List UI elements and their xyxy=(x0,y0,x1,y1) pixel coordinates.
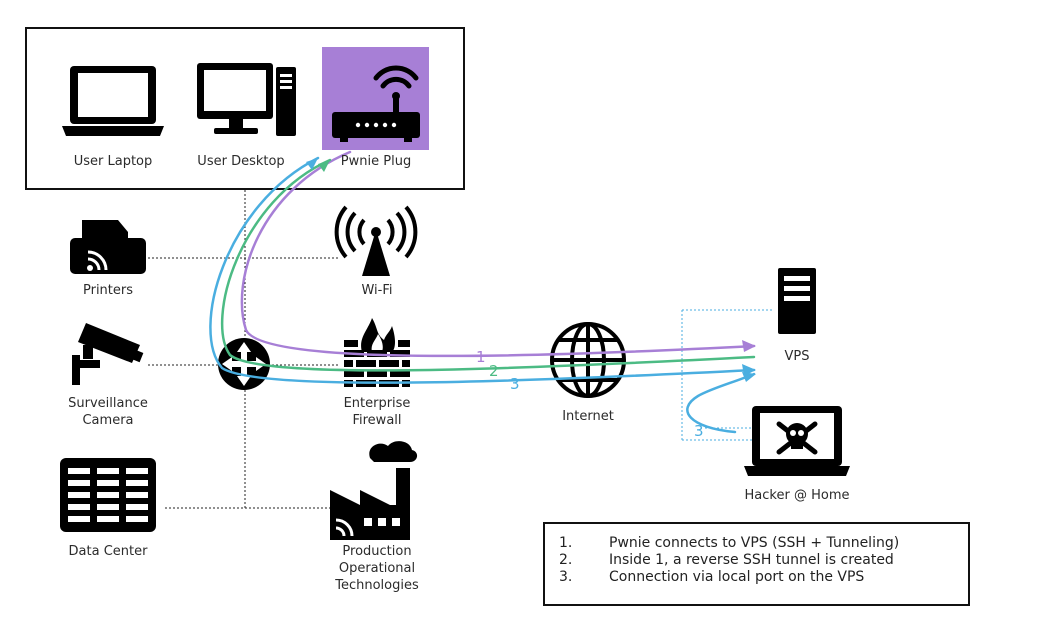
legend-number: 3. xyxy=(559,569,573,585)
firewall-icon xyxy=(344,318,410,387)
legend-number: 1. xyxy=(559,535,573,551)
legend-number: 2. xyxy=(559,552,573,568)
label-pwnie-plug: Pwnie Plug xyxy=(340,154,412,169)
router-icon xyxy=(332,65,420,142)
path-3-hacker-to-vps xyxy=(686,372,756,434)
printer-icon xyxy=(70,220,146,274)
label-printers: Printers xyxy=(82,283,134,298)
label-hacker: Hacker @ Home xyxy=(744,488,850,503)
path-arrowheads xyxy=(306,158,756,382)
path-label-3: 3 xyxy=(510,375,520,393)
server-icon xyxy=(778,268,816,334)
wifi-antenna-icon xyxy=(334,205,418,276)
label-camera: Surveillance Camera xyxy=(68,395,148,429)
skull-icon xyxy=(776,421,818,455)
legend-item: 2. Inside 1, a reverse SSH tunnel is cre… xyxy=(559,552,968,569)
path-1-pwnie-to-vps xyxy=(240,150,756,358)
datacenter-icon xyxy=(60,458,156,532)
path-2-tunnel xyxy=(221,158,756,372)
label-production-line3: Technologies xyxy=(335,578,419,593)
label-camera-line2: Camera xyxy=(82,413,134,428)
attack-paths xyxy=(209,150,756,434)
label-firewall-line2: Firewall xyxy=(352,413,402,428)
label-production-line2: Operational xyxy=(338,561,416,576)
label-internet: Internet xyxy=(562,409,614,424)
laptop-icon xyxy=(62,66,164,136)
path-label-3-hacker: 3 xyxy=(694,422,704,440)
path-label-1: 1 xyxy=(476,348,486,366)
globe-icon xyxy=(550,322,626,398)
label-firewall: Enterprise Firewall xyxy=(344,395,411,429)
legend: 1. Pwnie connects to VPS (SSH + Tunnelin… xyxy=(543,522,970,606)
camera-icon xyxy=(72,323,144,385)
legend-text: Inside 1, a reverse SSH tunnel is create… xyxy=(609,552,894,568)
legend-text: Pwnie connects to VPS (SSH + Tunneling) xyxy=(609,535,900,551)
legend-item: 3. Connection via local port on the VPS xyxy=(559,569,968,586)
label-production-line1: Production xyxy=(342,544,412,559)
legend-text: Connection via local port on the VPS xyxy=(609,569,865,585)
label-firewall-line1: Enterprise xyxy=(343,396,411,411)
path-label-2: 2 xyxy=(489,362,499,380)
legend-item: 1. Pwnie connects to VPS (SSH + Tunnelin… xyxy=(559,535,968,552)
label-user-laptop: User Laptop xyxy=(73,154,153,169)
factory-icon xyxy=(330,441,418,540)
label-wifi: Wi-Fi xyxy=(361,283,393,298)
path-3-local-port xyxy=(209,156,756,384)
hacker-laptop-icon xyxy=(744,406,850,476)
label-vps: VPS xyxy=(784,349,810,364)
label-production: Production Operational Technologies xyxy=(335,543,419,594)
desktop-icon xyxy=(197,63,296,136)
label-user-desktop: User Desktop xyxy=(197,154,285,169)
office-network-box xyxy=(25,27,465,190)
label-datacenter: Data Center xyxy=(68,544,148,559)
hacker-vps-links xyxy=(681,309,772,441)
label-camera-line1: Surveillance xyxy=(68,396,148,411)
